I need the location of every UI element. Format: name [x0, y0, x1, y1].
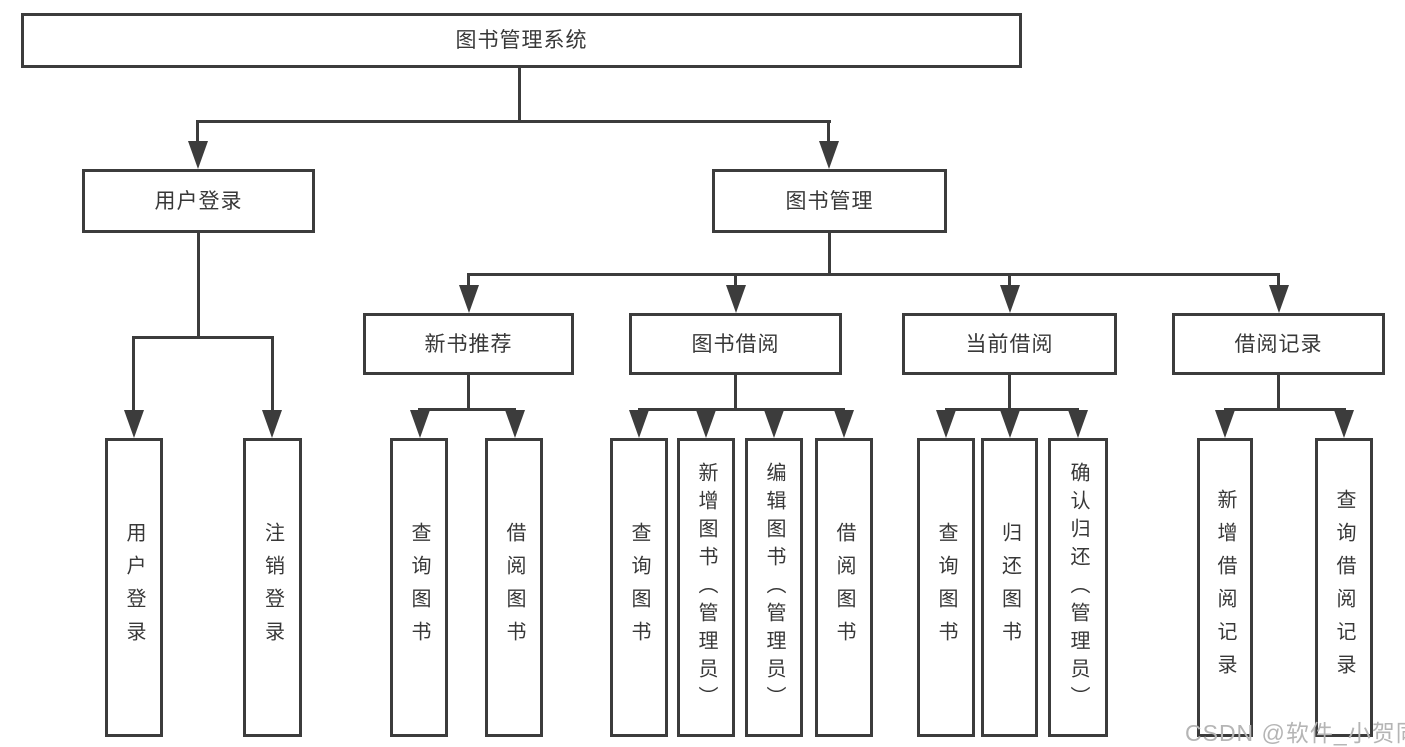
leaf-add-borrow-record: 新增借阅记录 — [1197, 438, 1253, 737]
arrow-down-icon — [1000, 410, 1020, 438]
edge-to-user-login — [196, 120, 199, 145]
arrow-down-icon — [1000, 285, 1020, 313]
edge-recommend-drop — [467, 375, 470, 408]
edge-to-borrow-records — [1277, 273, 1280, 289]
node-library-system: 图书管理系统 — [21, 13, 1022, 68]
edge-book-mgmt-branch — [469, 273, 1279, 276]
node-borrow-records: 借阅记录 — [1172, 313, 1385, 375]
edge-book-mgmt-drop — [828, 233, 831, 273]
arrow-down-icon — [1269, 285, 1289, 313]
node-book-borrow: 图书借阅 — [629, 313, 842, 375]
node-current-borrow: 当前借阅 — [902, 313, 1117, 375]
csdn-watermark: CSDN @软件_小贺同学 — [1185, 720, 1405, 746]
arrow-down-icon — [410, 410, 430, 438]
arrow-down-icon — [262, 410, 282, 438]
arrow-down-icon — [1068, 410, 1088, 438]
edge-user-login-drop — [197, 233, 200, 336]
edge-borrow-drop — [734, 375, 737, 408]
arrow-down-icon — [834, 410, 854, 438]
edge-recommend-branch — [419, 408, 516, 411]
edge-current-branch — [946, 408, 1078, 411]
arrow-down-icon — [124, 410, 144, 438]
leaf-user-login: 用户登录 — [105, 438, 163, 737]
arrow-down-icon — [936, 410, 956, 438]
edge-root-branch — [197, 120, 831, 123]
arrow-down-icon — [726, 285, 746, 313]
leaf-add-book-admin: 新增图书（管理员） — [677, 438, 735, 737]
edge-to-leaf-logout — [271, 336, 274, 412]
arrow-down-icon — [188, 141, 208, 169]
edge-to-new-book-recommend — [467, 273, 470, 289]
arrow-down-icon — [696, 410, 716, 438]
edge-borrow-branch — [639, 408, 844, 411]
edge-records-drop — [1277, 375, 1280, 408]
edge-to-book-management — [827, 120, 830, 145]
arrow-down-icon — [764, 410, 784, 438]
leaf-borrow-books: 借阅图书 — [815, 438, 873, 737]
arrow-down-icon — [459, 285, 479, 313]
edge-root-drop — [518, 68, 521, 120]
leaf-borrow-books: 借阅图书 — [485, 438, 543, 737]
arrow-down-icon — [1334, 410, 1354, 438]
node-new-book-recommend: 新书推荐 — [363, 313, 574, 375]
node-user-login: 用户登录 — [82, 169, 315, 233]
leaf-edit-book-admin: 编辑图书（管理员） — [745, 438, 803, 737]
leaf-query-books: 查询图书 — [390, 438, 448, 737]
edge-to-leaf-user-login — [132, 336, 135, 412]
node-book-management: 图书管理 — [712, 169, 947, 233]
arrow-down-icon — [505, 410, 525, 438]
leaf-query-books: 查询图书 — [917, 438, 975, 737]
leaf-query-books: 查询图书 — [610, 438, 668, 737]
edge-records-branch — [1225, 408, 1344, 411]
arrow-down-icon — [1215, 410, 1235, 438]
edge-to-current-borrow — [1008, 273, 1011, 289]
edge-user-login-branch — [133, 336, 274, 339]
arrow-down-icon — [629, 410, 649, 438]
edge-current-drop — [1008, 375, 1011, 408]
leaf-query-borrow-record: 查询借阅记录 — [1315, 438, 1373, 737]
leaf-logout: 注销登录 — [243, 438, 302, 737]
arrow-down-icon — [819, 141, 839, 169]
leaf-confirm-return-admin: 确认归还（管理员） — [1048, 438, 1108, 737]
leaf-return-books: 归还图书 — [981, 438, 1038, 737]
edge-to-book-borrow — [734, 273, 737, 289]
